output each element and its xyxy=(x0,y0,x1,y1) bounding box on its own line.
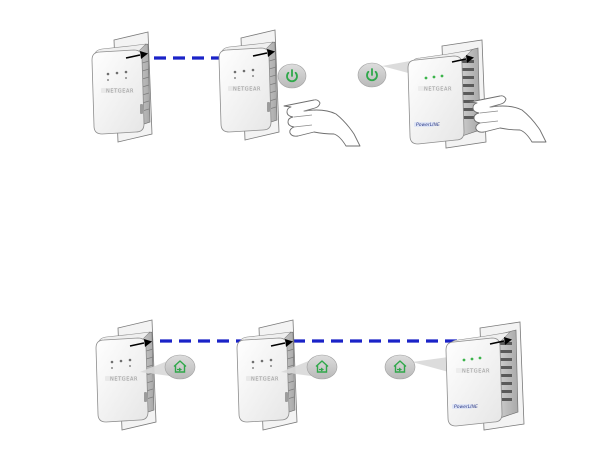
adapter-1-row1: NETGEAR xyxy=(91,31,153,143)
adapter-2-row1: NETGEAR xyxy=(218,29,280,141)
callout-beam xyxy=(412,356,456,374)
product-logo-text: PowerLINE xyxy=(416,122,440,128)
adapter-3-row1: NETGEAR PowerLINE xyxy=(407,39,487,149)
hand-pressing-button xyxy=(283,99,361,147)
brand-logo-text: NETGEAR xyxy=(106,89,134,95)
brand-logo-text: NETGEAR xyxy=(110,377,138,383)
network-badge xyxy=(164,354,196,380)
row-1-pairing: NETGEAR NETGEAR NETGEAR PowerLINE xyxy=(91,29,547,149)
brand-logo-text: NETGEAR xyxy=(233,87,261,93)
callout-beam xyxy=(140,360,170,376)
adapter-2-row2: NETGEAR xyxy=(236,319,298,431)
product-logo-text: PowerLINE xyxy=(454,404,478,410)
adapter-1-row2: NETGEAR xyxy=(95,319,157,431)
network-badge xyxy=(306,354,338,380)
brand-logo-text: NETGEAR xyxy=(251,377,279,383)
network-badge xyxy=(384,354,416,380)
brand-logo-text: NETGEAR xyxy=(462,369,490,375)
adapter-3-row2: NETGEAR PowerLINE xyxy=(445,321,525,431)
row-2-connected: NETGEAR NETGEAR NETGEAR PowerLINE xyxy=(95,319,525,431)
callout-beam xyxy=(281,360,311,376)
brand-logo-text: NETGEAR xyxy=(424,87,452,93)
